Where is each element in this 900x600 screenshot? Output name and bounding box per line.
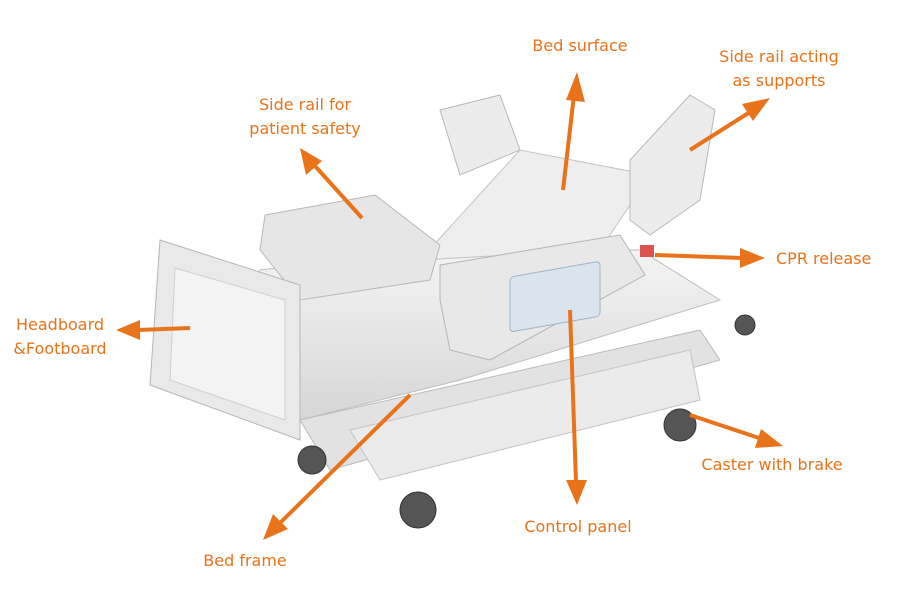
cpr-release-handle xyxy=(640,245,654,257)
label-headboard-line2: &Footboard xyxy=(13,339,107,358)
label-side-rail-safety-line2: patient safety xyxy=(249,119,361,138)
label-headboard-line1: Headboard xyxy=(15,315,105,334)
arrow-bed-surface xyxy=(561,72,585,191)
label-side-rail-safety-line1: Side rail for xyxy=(258,95,352,114)
arrow-side-rail-safety xyxy=(300,148,364,220)
arrow-control-panel xyxy=(566,309,587,505)
side-rail-head-left xyxy=(439,94,521,176)
arrows xyxy=(116,72,783,540)
label-cpr-release: CPR release xyxy=(776,249,872,268)
arrow-side-rail-supports xyxy=(688,98,770,152)
arrow-bed-frame xyxy=(263,393,412,540)
label-side-rail-supports-line2: as supports xyxy=(732,71,826,90)
label-bed-frame: Bed frame xyxy=(203,551,287,570)
arrow-headboard xyxy=(116,320,191,340)
label-side-rail-supports-line1: Side rail acting xyxy=(719,47,839,66)
side-rail-head-right xyxy=(629,94,716,236)
arrow-caster xyxy=(689,413,783,448)
caster-wheels xyxy=(297,314,756,529)
label-caster: Caster with brake xyxy=(701,455,843,474)
label-bed-surface: Bed surface xyxy=(532,36,628,55)
arrow-cpr-release xyxy=(654,248,765,268)
side-rail-left-rear xyxy=(259,194,441,301)
label-control-panel: Control panel xyxy=(524,517,632,536)
control-panel-keypad xyxy=(509,261,601,332)
